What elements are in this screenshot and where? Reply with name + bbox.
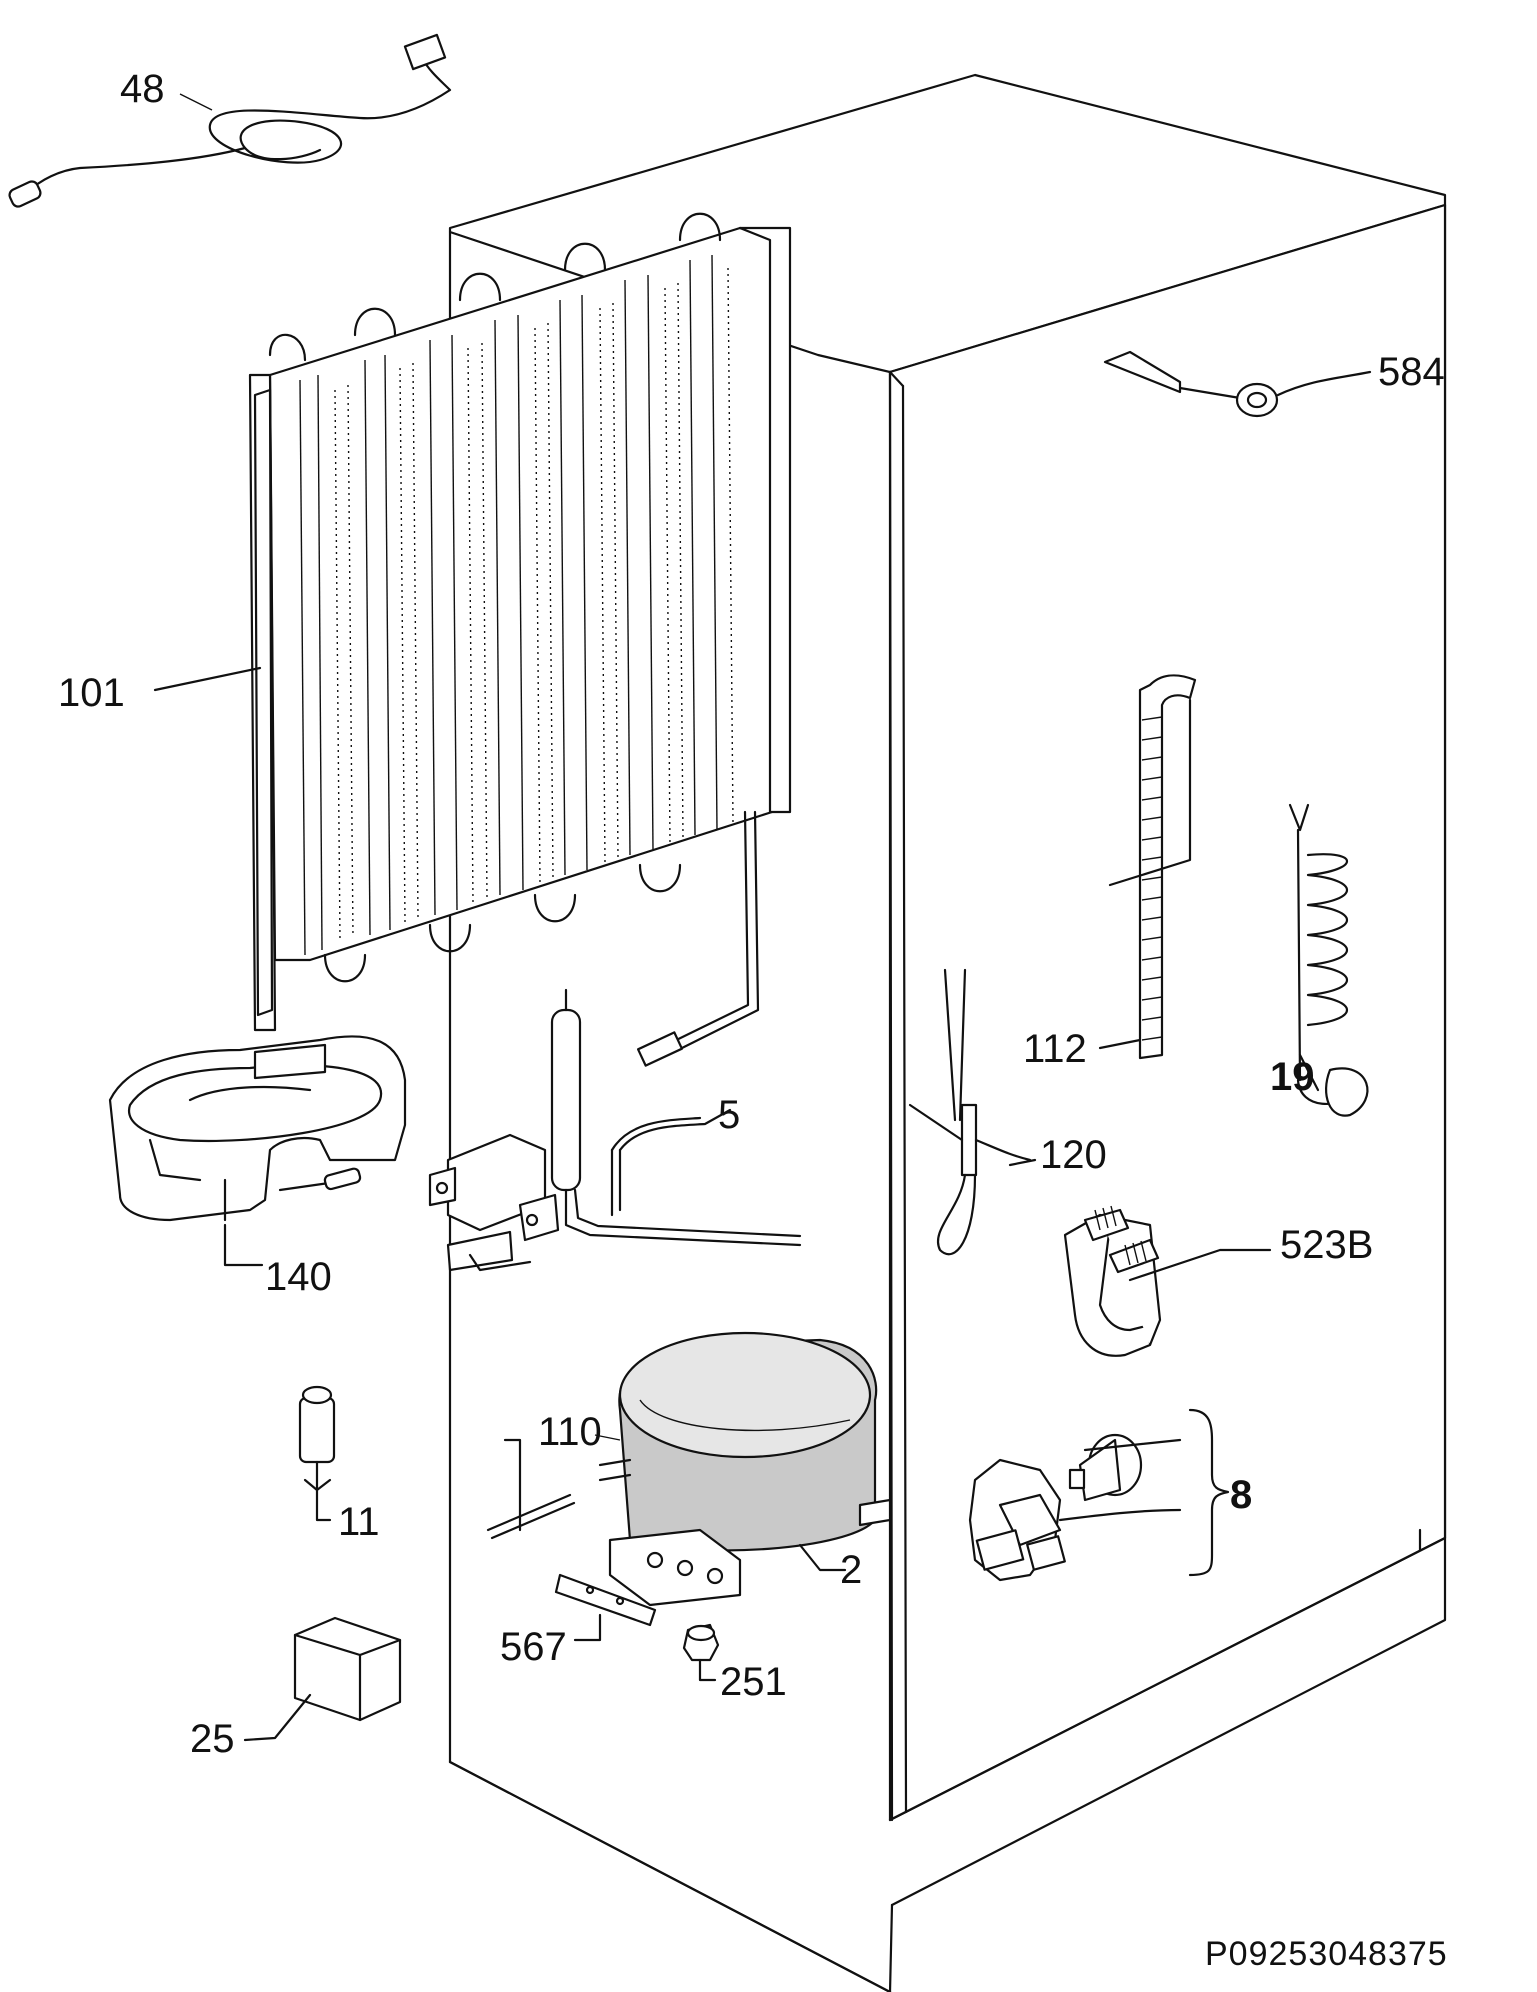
label-101: 101 bbox=[58, 671, 125, 715]
part-251-grommet bbox=[682, 1623, 720, 1682]
label-110: 110 bbox=[538, 1410, 602, 1454]
part-11-thermostat-sensor bbox=[298, 1385, 336, 1522]
part-48-sensor-cable bbox=[8, 33, 452, 208]
part-2-compressor bbox=[598, 1331, 892, 1607]
label-523b: 523B bbox=[1280, 1223, 1373, 1267]
callout-labels: 48 101 584 112 19 5 120 140 523B 110 8 1… bbox=[58, 67, 1448, 1973]
label-2: 2 bbox=[840, 1548, 862, 1592]
label-112: 112 bbox=[1023, 1027, 1087, 1071]
label-11: 11 bbox=[338, 1500, 380, 1544]
leader-lines bbox=[594, 698, 1192, 1441]
part-112-drain-hose bbox=[1098, 674, 1197, 1060]
label-5: 5 bbox=[718, 1093, 740, 1137]
part-19-heater bbox=[1288, 803, 1369, 1117]
label-25: 25 bbox=[190, 1717, 235, 1761]
label-140: 140 bbox=[265, 1255, 332, 1299]
part-5-drier-filter bbox=[550, 988, 802, 1247]
part-523b-clip bbox=[1063, 1205, 1272, 1357]
part-25-capacitor bbox=[243, 1616, 402, 1742]
label-8: 8 bbox=[1230, 1473, 1252, 1517]
part-110-tube bbox=[486, 1438, 576, 1540]
part-valve-bracket bbox=[428, 1133, 560, 1272]
part-8-starter-relay bbox=[968, 1408, 1230, 1582]
label-584: 584 bbox=[1378, 350, 1445, 394]
part-120-capillary-tube bbox=[908, 968, 1032, 1256]
part-584-fitting bbox=[1103, 350, 1372, 418]
label-19: 19 bbox=[1270, 1055, 1315, 1099]
part-567-plate bbox=[554, 1573, 657, 1642]
part-101-condenser bbox=[153, 212, 792, 1067]
label-567: 567 bbox=[500, 1625, 567, 1669]
label-120: 120 bbox=[1040, 1133, 1107, 1177]
part-140-drip-tray bbox=[108, 1035, 407, 1267]
label-251: 251 bbox=[720, 1660, 787, 1704]
drawing-reference-number: P09253048375 bbox=[1205, 1935, 1448, 1973]
label-48: 48 bbox=[120, 67, 165, 111]
